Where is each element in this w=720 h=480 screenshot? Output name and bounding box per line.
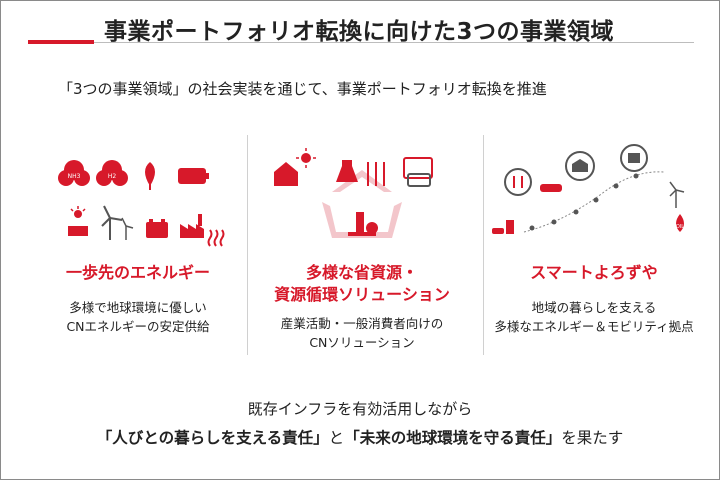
fuel-pump-icon	[506, 220, 514, 234]
map-pin-food-icon	[504, 168, 532, 196]
footer-ending: を果たす	[561, 429, 624, 447]
footer-line-2: 「人びとの暮らしを支える責任」と「未来の地球環境を守る責任」を果たす	[0, 426, 720, 448]
page-title: 事業ポートフォリオ転換に向けた3つの事業領域	[104, 19, 615, 45]
factory-icon	[180, 214, 204, 238]
recycle-arrows-icon	[322, 170, 402, 238]
nh3-label: NH3	[68, 173, 81, 180]
footer-responsibility-people: 「人びとの暮らしを支える責任」	[96, 429, 329, 447]
devices-icon	[403, 157, 433, 187]
nh3-molecule-icon: NH3	[58, 160, 90, 186]
column-smart-yorozuya-desc-2: 多様なエネルギー＆モビリティ拠点	[494, 319, 694, 334]
oil-drop-icon: OIL	[676, 214, 684, 232]
column-smart-yorozuya: OIL スマートよろずや 地域の暮らしを支える 多様なエネルギー＆モビリティ拠点	[484, 130, 704, 370]
network-dots-icon	[523, 171, 665, 233]
h2-label: H2	[108, 173, 117, 180]
column-resources-desc-2: CNソリューション	[309, 335, 415, 350]
leaf-icon	[145, 162, 155, 190]
car-icon	[540, 184, 562, 192]
column-resources-title-2: 資源循環ソリューション	[274, 285, 450, 304]
map-pin-store-icon	[620, 144, 648, 172]
house-icon	[274, 162, 298, 186]
column-energy-desc-2: CNエネルギーの安定供給	[66, 319, 210, 334]
footer-responsibility-environment: 「未来の地球環境を守る責任」	[344, 429, 562, 447]
column-divider-1	[247, 135, 248, 355]
map-pin-building-icon	[565, 151, 595, 181]
column-energy-title: 一歩先のエネルギー	[65, 263, 210, 282]
vehicle-icon	[492, 228, 504, 234]
column-resources-desc-1: 産業活動・一般消費者向けの	[280, 316, 444, 331]
wind-turbine-icon	[669, 181, 685, 208]
column-smart-yorozuya-title: スマートよろずや	[530, 263, 658, 282]
title-accent-bar	[28, 40, 94, 44]
wind-turbine-icon	[101, 205, 123, 240]
column-smart-yorozuya-desc-1: 地域の暮らしを支える	[531, 300, 657, 315]
title-underline	[94, 42, 694, 43]
storage-battery-icon	[146, 219, 168, 238]
lab-equipment-icon	[348, 212, 378, 236]
column-resources-title-1: 多様な省資源・	[305, 263, 418, 282]
oil-label: OIL	[676, 224, 684, 230]
h2-molecule-icon: H2	[96, 160, 128, 186]
footer-line-1: 既存インフラを有効活用しながら	[247, 400, 473, 418]
column-energy: NH3 H2	[28, 130, 248, 370]
sun-icon	[296, 148, 316, 168]
energy-icons: NH3 H2	[58, 160, 225, 247]
smart-yorozuya-icons: OIL	[492, 144, 685, 234]
column-divider-2	[483, 135, 484, 355]
battery-icon	[178, 168, 209, 184]
heat-waves-icon	[207, 229, 225, 247]
flask-icon	[336, 160, 358, 182]
page-subtitle: 「3つの事業領域」の社会実装を通じて、事業ポートフォリオ転換を推進	[58, 80, 547, 98]
wheat-icon	[367, 162, 385, 186]
column-energy-desc-1: 多様で地球環境に優しい	[69, 300, 207, 315]
resource-icons	[274, 148, 433, 238]
footer-connector: と	[328, 429, 345, 447]
column-resources: 多様な省資源・ 資源循環ソリューション 産業活動・一般消費者向けの CNソリュー…	[252, 130, 472, 370]
solar-panel-icon	[68, 206, 88, 236]
wind-turbine-small-icon	[121, 217, 134, 240]
